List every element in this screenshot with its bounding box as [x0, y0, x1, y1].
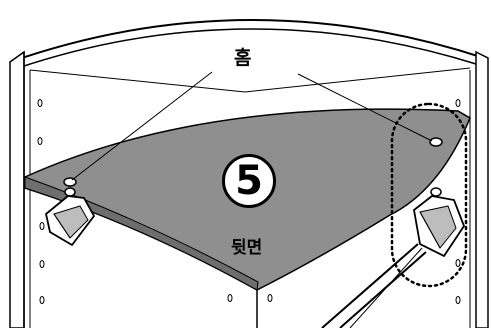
- peg-hole-icon: [267, 294, 273, 302]
- groove-leader-left: [71, 71, 213, 181]
- peg-hole-icon: [37, 137, 43, 145]
- peg-hole-rows: [37, 99, 461, 304]
- callout-pointer-line-2: [339, 251, 427, 328]
- cabinet-top-outer-arc: [9, 18, 485, 63]
- groove-label: 홈: [234, 47, 252, 69]
- back-side-label: 뒷면: [231, 238, 263, 258]
- peg-hole-icon: [39, 296, 45, 304]
- peg-hole-icon: [227, 294, 233, 302]
- shelf-support-peg-icon: [413, 187, 466, 258]
- groove-leader-right: [297, 73, 433, 142]
- peg-hole-icon: [455, 99, 461, 107]
- callout-pointer-line-3: [349, 247, 423, 328]
- groove-hole-right: [429, 137, 443, 147]
- left-side-panel: [9, 50, 25, 328]
- right-side-panel: [475, 50, 489, 328]
- dotted-callout-oval-icon: [390, 102, 468, 288]
- peg-hole-icon: [455, 259, 461, 267]
- shelf-support-peg-icon: [45, 187, 96, 247]
- peg-hole-icon: [39, 260, 45, 268]
- peg-hole-icon: [37, 99, 43, 107]
- groove-hole-left: [63, 177, 77, 187]
- peg-hole-icon: [455, 296, 461, 304]
- step-number-badge: 5: [222, 154, 276, 208]
- callout-pointer-line-1: [321, 243, 419, 328]
- cabinet-top-inner-arc: [17, 28, 477, 69]
- back-wall-line-right: [244, 67, 471, 93]
- peg-hole-icon: [39, 222, 45, 230]
- back-wall-line-left: [29, 69, 246, 93]
